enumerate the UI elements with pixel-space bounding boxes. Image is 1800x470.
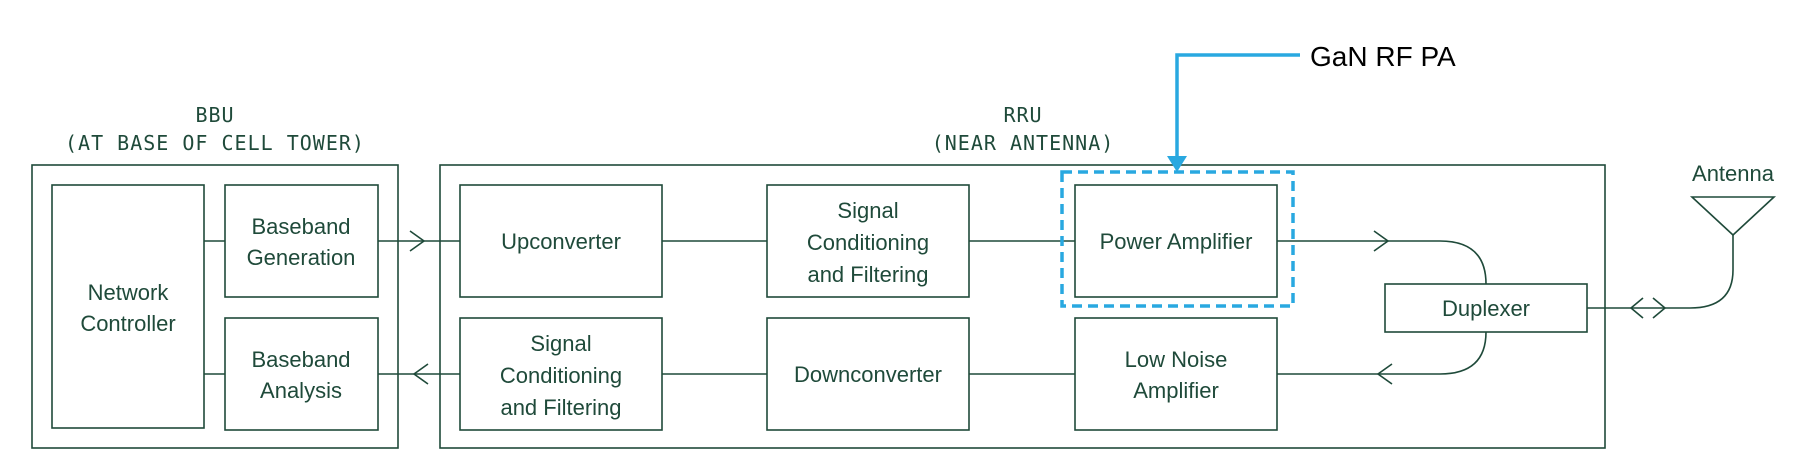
signal-tx-label-1: Signal — [837, 198, 898, 223]
callout-leader-line — [1175, 53, 1300, 160]
rru-title: RRU — [1003, 103, 1042, 127]
low-noise-amplifier-block — [1074, 317, 1278, 431]
rx-arrow-head-2 — [412, 363, 429, 385]
bidirectional-arrow-right — [1652, 297, 1667, 319]
baseband-generation-label-2: Generation — [247, 245, 356, 270]
pa-highlight-box — [1060, 170, 1295, 308]
network-controller-label-1: Network — [88, 280, 170, 305]
baseband-generation-block — [224, 184, 379, 298]
tx-arrow-head — [409, 230, 426, 252]
tx-arrow-head-2 — [1373, 230, 1390, 252]
lna-label-2: Amplifier — [1133, 378, 1219, 403]
baseband-analysis-label-1: Baseband — [251, 347, 350, 372]
rx-link-duplexer-lna — [1277, 331, 1487, 375]
bidirectional-arrow-left — [1629, 297, 1644, 319]
rru-container — [439, 164, 1606, 449]
baseband-generation-label-1: Baseband — [251, 214, 350, 239]
duplexer-antenna-link — [1587, 235, 1734, 309]
bbu-subtitle: (AT BASE OF CELL TOWER) — [65, 131, 365, 155]
signal-rx-label-2: Conditioning — [500, 363, 622, 388]
callout-arrow-head — [1167, 156, 1187, 172]
bbu-title: BBU — [195, 103, 234, 127]
downconverter-label: Downconverter — [794, 362, 942, 387]
duplexer-label: Duplexer — [1442, 296, 1530, 321]
signal-tx-label-2: Conditioning — [807, 230, 929, 255]
callout-label: GaN RF PA — [1310, 41, 1456, 72]
rru-subtitle: (NEAR ANTENNA) — [932, 131, 1115, 155]
power-amplifier-label: Power Amplifier — [1100, 229, 1253, 254]
signal-rx-label-1: Signal — [530, 331, 591, 356]
upconverter-label: Upconverter — [501, 229, 621, 254]
tx-link-pa-duplexer — [1277, 240, 1487, 285]
antenna-label: Antenna — [1692, 161, 1775, 186]
antenna-icon — [1689, 196, 1777, 237]
signal-tx-label-3: and Filtering — [807, 262, 928, 287]
lna-label-1: Low Noise — [1125, 347, 1228, 372]
baseband-analysis-block — [224, 317, 379, 431]
rx-arrow-head — [1376, 363, 1393, 385]
bbu-container — [31, 164, 399, 449]
baseband-analysis-label-2: Analysis — [260, 378, 342, 403]
network-controller-label-2: Controller — [80, 311, 175, 336]
signal-rx-label-3: and Filtering — [500, 395, 621, 420]
network-controller-block — [51, 184, 205, 429]
